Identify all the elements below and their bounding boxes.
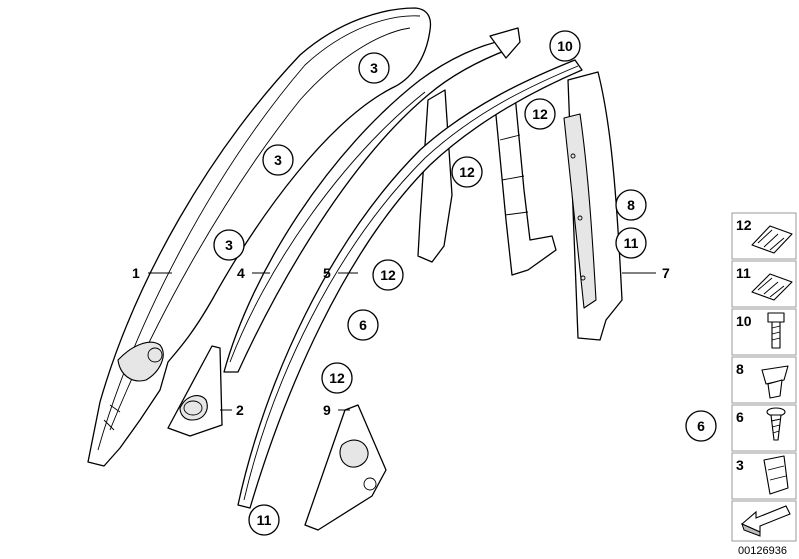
nut-icon (761, 365, 789, 399)
legend-item-10: 10 (731, 308, 797, 356)
callout-8: 8 (615, 189, 647, 221)
part-7-pillar-cover (563, 71, 623, 341)
callout-6-a: 6 (347, 309, 379, 341)
callout-6-side: 6 (685, 410, 717, 442)
svg-text:10: 10 (736, 313, 752, 329)
svg-text:11: 11 (624, 235, 639, 251)
arrow-icon (740, 505, 791, 537)
callout-10: 10 (549, 30, 581, 62)
svg-text:12: 12 (736, 217, 752, 233)
label-4: 4 (237, 265, 245, 281)
legend-item-3: 3 (731, 452, 797, 500)
callout-3-low: 3 (213, 229, 245, 261)
callout-12-c: 12 (372, 259, 404, 291)
bolt-icon (767, 312, 785, 349)
svg-text:6: 6 (736, 409, 744, 425)
legend-item-11: 11 (731, 260, 797, 308)
label-9: 9 (323, 402, 331, 418)
svg-text:3: 3 (274, 152, 282, 168)
part-4-window-channel (223, 27, 521, 373)
part-9-triangle-trim (304, 404, 387, 531)
svg-text:8: 8 (736, 361, 744, 377)
callout-11-right: 11 (615, 227, 647, 259)
leader-lines (148, 272, 656, 411)
svg-text:8: 8 (627, 197, 635, 213)
legend-panel: 12 11 10 8 (731, 212, 797, 557)
callout-3-mid: 3 (262, 144, 294, 176)
svg-text:3: 3 (736, 457, 744, 473)
svg-text:12: 12 (380, 267, 396, 283)
clip-icon (751, 225, 793, 254)
label-7: 7 (662, 265, 670, 281)
svg-text:3: 3 (225, 237, 233, 253)
part-numbers: 1 2 4 5 7 9 (132, 265, 670, 418)
part-5-window-seal (237, 59, 583, 509)
svg-text:12: 12 (459, 164, 475, 180)
callout-11-bottom: 11 (248, 504, 280, 536)
legend-item-12: 12 (731, 212, 797, 260)
callout-3-top: 3 (358, 52, 390, 84)
svg-text:12: 12 (532, 106, 548, 122)
svg-text:6: 6 (697, 418, 705, 434)
svg-text:12: 12 (329, 370, 345, 386)
label-2: 2 (236, 402, 244, 418)
callout-12-d: 12 (321, 362, 353, 394)
callout-12-b: 12 (451, 156, 483, 188)
svg-text:3: 3 (370, 60, 378, 76)
legend-arrow-box (731, 500, 797, 542)
callout-12-a: 12 (524, 98, 556, 130)
svg-text:6: 6 (359, 317, 367, 333)
part-2-mirror-cover (167, 345, 223, 437)
legend-item-8: 8 (731, 356, 797, 404)
clip-icon (751, 273, 793, 301)
label-1: 1 (132, 265, 140, 281)
svg-text:11: 11 (736, 265, 751, 281)
label-5: 5 (323, 265, 331, 281)
screw-icon (766, 407, 786, 441)
legend-item-6: 6 (731, 404, 797, 452)
part-1-door-frame-moulding (87, 7, 432, 467)
svg-text:11: 11 (257, 512, 272, 528)
svg-text:10: 10 (557, 38, 573, 54)
document-id: 00126936 (738, 545, 787, 557)
bracket-clip-icon (763, 455, 789, 495)
